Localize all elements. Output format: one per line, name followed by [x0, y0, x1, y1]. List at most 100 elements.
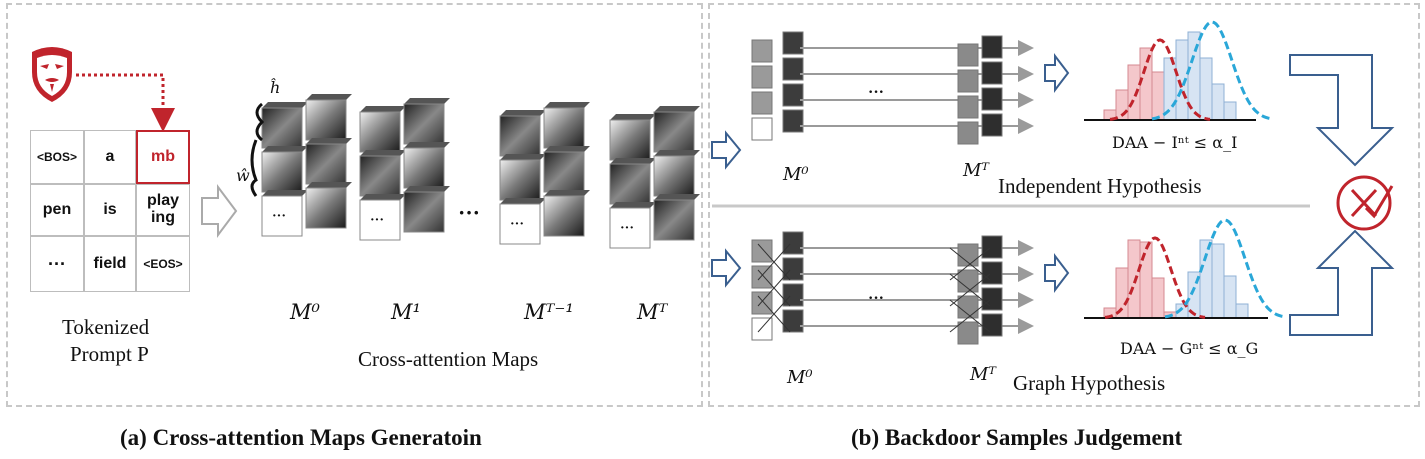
map-cell-top — [544, 190, 590, 196]
map-cell — [543, 195, 585, 237]
map-label-0: M⁰ — [290, 300, 320, 324]
map-cell — [981, 113, 1003, 137]
distribution-chart — [1084, 20, 1273, 121]
map-cell — [359, 155, 401, 197]
red-bar — [1127, 64, 1141, 121]
map-cell — [782, 83, 804, 107]
map-cell — [359, 111, 401, 153]
map-cell — [653, 111, 695, 153]
red-bar — [1151, 277, 1165, 319]
red-bar — [1139, 241, 1153, 319]
independent-stack — [751, 31, 1034, 145]
blue-bar — [1199, 57, 1213, 121]
token-cell: ··· — [30, 236, 84, 292]
map-cell-top — [500, 198, 546, 204]
reject-check-icon — [1336, 175, 1394, 231]
map-cell-top — [262, 190, 308, 196]
map-cell — [782, 231, 804, 255]
graph-stack — [751, 231, 1034, 345]
map-cell-top — [306, 138, 352, 144]
map-cell — [981, 87, 1003, 111]
graph-edge — [757, 243, 791, 281]
map-cell-top — [654, 194, 700, 200]
map-cell-top — [500, 154, 546, 160]
hypothesis-stacks — [751, 31, 1034, 345]
hollow-arrow-a — [201, 184, 238, 238]
token-cell: a — [84, 130, 136, 184]
top-ellipsis: ··· — [868, 84, 885, 101]
map-label-t-minus-1: Mᵀ⁻¹ — [524, 300, 574, 324]
blue-bar — [1199, 239, 1213, 319]
map-stack: ··· — [359, 98, 450, 241]
trigger-link — [76, 73, 175, 132]
bottom-formula: DAA − Gⁿᵗ ≤ α_G — [1120, 339, 1259, 358]
bottom-mt-label: Mᵀ — [970, 364, 996, 385]
map-cell — [499, 159, 541, 201]
top-formula: DAA − Iⁿᵗ ≤ α_I — [1112, 133, 1238, 152]
map-cell — [543, 151, 585, 193]
map-label-t: Mᵀ — [637, 300, 668, 324]
map-cell — [751, 39, 773, 63]
map-cell — [957, 95, 979, 119]
map-cell — [653, 155, 695, 197]
map-cell — [403, 191, 445, 233]
graph-edge — [949, 273, 991, 307]
map-cell — [261, 107, 303, 149]
distribution-charts — [1084, 20, 1286, 319]
map-cell-top — [404, 98, 450, 104]
distribution-chart — [1084, 218, 1286, 319]
map-cell — [609, 207, 651, 249]
red-bar — [1127, 239, 1141, 319]
panel-a-frame — [6, 3, 703, 407]
map-cell-top — [306, 94, 352, 100]
map-cell — [751, 117, 773, 141]
map-cell-top — [654, 106, 700, 112]
map-cell — [751, 291, 773, 315]
map-cell-ellipsis: ··· — [370, 213, 384, 228]
map-cell — [403, 147, 445, 189]
map-cell — [751, 91, 773, 115]
map-cell — [981, 235, 1003, 259]
map-cell — [305, 187, 347, 229]
top-m0-label: M⁰ — [783, 164, 809, 185]
map-cell-top — [544, 146, 590, 152]
map-cell — [782, 57, 804, 81]
red-curve — [1109, 38, 1211, 121]
map-cell — [653, 199, 695, 241]
graph-edge — [757, 295, 791, 333]
tokenized-label-line1: Tokenized — [62, 315, 150, 339]
dim-h-label: ĥ — [270, 78, 281, 97]
blue-bar — [1223, 275, 1237, 319]
brace-w — [250, 139, 258, 197]
map-stacks: ············ — [261, 94, 700, 249]
top-hypothesis-label: Independent Hypothesis — [998, 174, 1202, 198]
map-cell-ellipsis: ··· — [272, 209, 286, 224]
map-cell — [751, 265, 773, 289]
map-cell — [751, 65, 773, 89]
map-cell — [543, 107, 585, 149]
mask-icon — [32, 47, 72, 102]
graph-edge — [757, 269, 791, 307]
map-cell-top — [306, 182, 352, 188]
map-cell — [609, 119, 651, 161]
big-arrow-bottom — [1289, 229, 1395, 336]
map-cell — [981, 61, 1003, 85]
map-cell — [609, 163, 651, 205]
map-cell — [403, 103, 445, 145]
map-cell — [499, 203, 541, 245]
red-bar — [1151, 71, 1165, 121]
token-cell: field — [84, 236, 136, 292]
map-stack: ··· — [499, 102, 590, 245]
map-cell-top — [544, 102, 590, 108]
dim-w-label: ŵ — [236, 166, 250, 185]
map-cell — [782, 31, 804, 55]
map-cell — [499, 115, 541, 157]
map-cell-top — [360, 106, 406, 112]
panel-b-frame — [708, 3, 1420, 407]
hollow-arrow-chart-bottom — [1044, 253, 1070, 293]
map-cell — [981, 35, 1003, 59]
map-cell-top — [262, 146, 308, 152]
map-cell-top — [360, 150, 406, 156]
map-cell — [981, 261, 1003, 285]
